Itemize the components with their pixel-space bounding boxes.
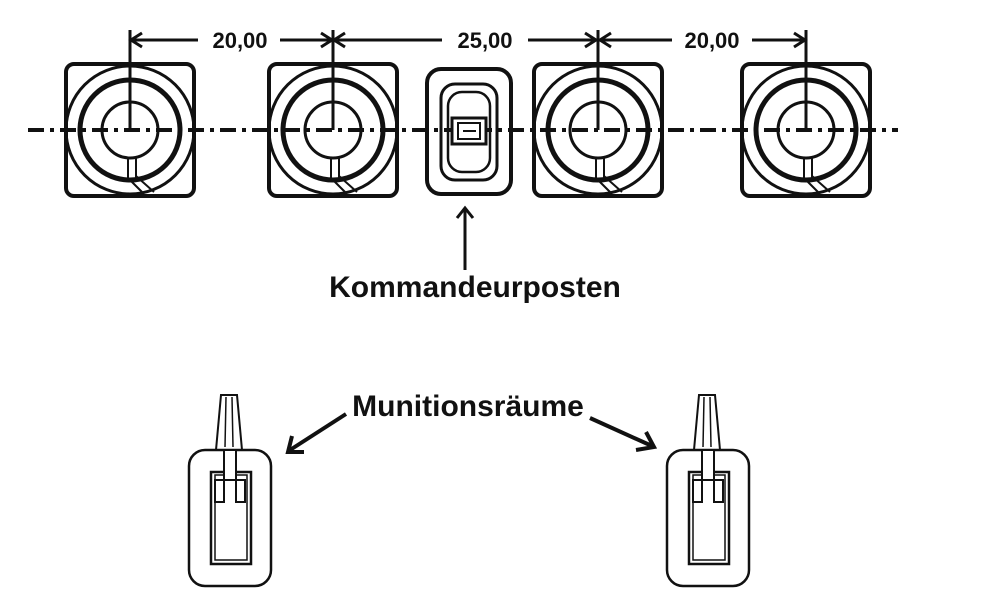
gun-position-4 [742,30,870,196]
gun-position-3 [534,30,662,196]
command-post-label: Kommandeurposten [329,271,621,304]
dimension-label-3: 20,00 [684,28,739,53]
gun-position-2 [269,30,397,196]
magazine-arrows [285,412,658,454]
magazine-right [665,393,751,588]
dimension-lines [128,31,808,49]
gun-position-1 [66,30,194,196]
magazines-label: Munitionsräume [352,390,584,423]
command-post-arrow [455,205,475,270]
dimension-label-2: 25,00 [457,28,512,53]
magazine-left [187,393,273,588]
dimension-label-1: 20,00 [212,28,267,53]
command-post [425,67,513,196]
